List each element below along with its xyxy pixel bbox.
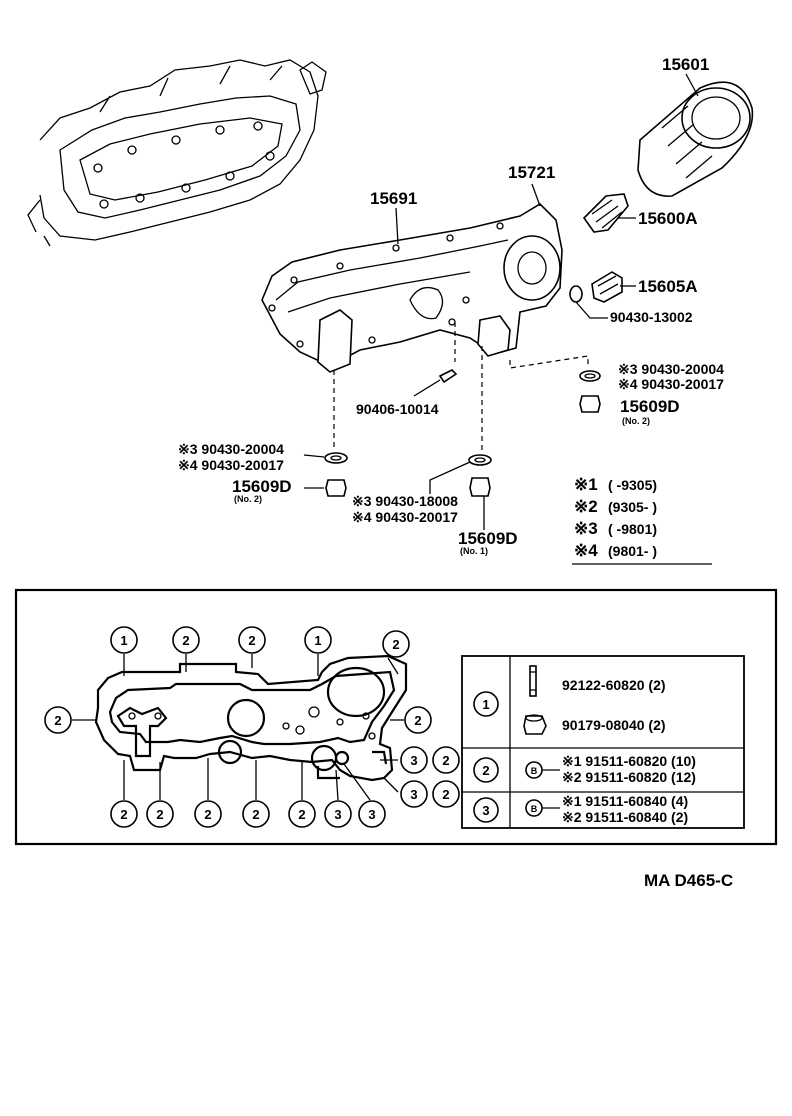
- bolt-marker-2b: 2: [238, 626, 266, 654]
- row-1-part-2: 90179-08040 (2): [562, 717, 666, 733]
- plug-left-drawing: [324, 452, 348, 497]
- bolt-marker-3b: 3: [400, 780, 428, 808]
- plug-left-part-number: 15609D: [232, 477, 292, 496]
- svg-text:2: 2: [182, 633, 189, 648]
- bolt-marker-2i: 2: [146, 800, 174, 828]
- svg-text:B: B: [531, 766, 538, 776]
- bolt-marker-3a: 3: [400, 746, 428, 774]
- gasket-left-3: ※3 90430-20004: [178, 441, 284, 457]
- svg-text:2: 2: [392, 637, 399, 652]
- svg-text:2: 2: [252, 807, 259, 822]
- gasket-center-3: ※3 90430-18008: [352, 493, 458, 509]
- svg-text:3: 3: [410, 787, 417, 802]
- bolt-leader-lines: [72, 654, 404, 801]
- svg-text:2: 2: [442, 753, 449, 768]
- svg-text:2: 2: [156, 807, 163, 822]
- legend-mark-3: ※3: [574, 519, 598, 538]
- union-gasket-part-number: 90430-13002: [610, 309, 693, 325]
- plug-right-part-number: 15609D: [620, 397, 680, 416]
- gasket-right-3: ※3 90430-20004: [618, 361, 724, 377]
- row-2-part-1: ※1 91511-60820 (10): [562, 753, 696, 769]
- bolt-marker-2c: 2: [382, 630, 410, 658]
- diagram-code: MA D465-C: [644, 871, 733, 890]
- bolt-marker-1a: 1: [110, 626, 138, 654]
- filter-part-number: 15601: [662, 55, 709, 74]
- gasket-right-4: ※4 90430-20017: [618, 376, 724, 392]
- svg-text:3: 3: [334, 807, 341, 822]
- bolt-marker-2h: 2: [110, 800, 138, 828]
- svg-text:2: 2: [442, 787, 449, 802]
- row-3-key: 3: [482, 803, 489, 818]
- oil-cooler-cover-drawing: [261, 202, 563, 373]
- svg-text:2: 2: [248, 633, 255, 648]
- date-legend: ※1 ( -9305) ※2 (9305- ) ※3 ( -9801) ※4 (…: [572, 475, 712, 565]
- svg-text:2: 2: [54, 713, 61, 728]
- legend-range-2: (9305- ): [608, 499, 657, 515]
- gasket-part-number: 15691: [370, 189, 417, 208]
- bolt-marker-3c: 3: [324, 800, 352, 828]
- bolt-marker-2d: 2: [44, 706, 72, 734]
- pin-part-number: 90406-10014: [356, 401, 439, 417]
- bolt-marker-2g: 2: [432, 780, 460, 808]
- bolt-marker-3d: 3: [358, 800, 386, 828]
- gasket-left-4: ※4 90430-20017: [178, 457, 284, 473]
- gasket-outline-drawing: [94, 654, 408, 782]
- plug-center-note: (No. 1): [460, 546, 488, 556]
- row-1-part-1: 92122-60820 (2): [562, 677, 666, 693]
- table-row-3: 3 B ※1 91511-60840 (4) ※2 91511-60840 (2…: [473, 793, 688, 825]
- bolt-marker-2k: 2: [242, 800, 270, 828]
- nut-icon: [523, 714, 547, 735]
- bolt-layout-frame: [14, 588, 778, 846]
- oil-filter-drawing: [637, 81, 754, 197]
- legend-range-4: (9801- ): [608, 543, 657, 559]
- bolt-marker-2e: 2: [404, 706, 432, 734]
- bolt-marker-2a: 2: [172, 626, 200, 654]
- svg-text:3: 3: [368, 807, 375, 822]
- stud-bolt-icon: [529, 665, 537, 697]
- row-3-part-2: ※2 91511-60840 (2): [562, 809, 688, 825]
- svg-text:B: B: [531, 804, 538, 814]
- bolt-b-badge-icon: B: [525, 799, 560, 817]
- relief-valve-part-number: 15600A: [638, 209, 698, 228]
- plug-center-drawing: [468, 454, 492, 497]
- svg-text:2: 2: [204, 807, 211, 822]
- bolt-marker-1b: 1: [304, 626, 332, 654]
- legend-mark-4: ※4: [574, 541, 598, 560]
- plug-center-part-number: 15609D: [458, 529, 518, 548]
- svg-text:3: 3: [410, 753, 417, 768]
- relief-valve-drawing: [582, 193, 629, 233]
- plug-right-note: (No. 2): [622, 416, 650, 426]
- engine-block-drawing: [27, 59, 327, 247]
- fastener-table: 1 92122-60820 (2) 90179-08040 (2) 2 B ※1…: [461, 655, 745, 829]
- svg-text:2: 2: [298, 807, 305, 822]
- bolt-b-badge-icon: B: [525, 761, 560, 779]
- cooler-cover-part-number: 15721: [508, 163, 555, 182]
- table-row-2: 2 B ※1 91511-60820 (10) ※2 91511-60820 (…: [473, 753, 696, 785]
- row-2-part-2: ※2 91511-60820 (12): [562, 769, 696, 785]
- table-row-1: 1 92122-60820 (2) 90179-08040 (2): [473, 665, 666, 735]
- legend-mark-1: ※1: [574, 475, 598, 494]
- union-part-number: 15605A: [638, 277, 698, 296]
- row-3-part-1: ※1 91511-60840 (4): [562, 793, 688, 809]
- pin-drawing: [438, 369, 458, 384]
- legend-mark-2: ※2: [574, 497, 598, 516]
- legend-range-3: ( -9801): [608, 521, 657, 537]
- plug-right-drawing: [579, 370, 601, 413]
- svg-text:1: 1: [120, 633, 127, 648]
- gasket-center-4: ※4 90430-20017: [352, 509, 458, 525]
- row-1-key: 1: [482, 697, 489, 712]
- bolt-marker-2f: 2: [432, 746, 460, 774]
- row-2-key: 2: [482, 763, 489, 778]
- svg-text:2: 2: [120, 807, 127, 822]
- union-drawing: [569, 271, 623, 303]
- bolt-marker-2j: 2: [194, 800, 222, 828]
- svg-text:1: 1: [314, 633, 321, 648]
- svg-text:2: 2: [414, 713, 421, 728]
- legend-range-1: ( -9305): [608, 477, 657, 493]
- bolt-marker-2l: 2: [288, 800, 316, 828]
- plug-left-note: (No. 2): [234, 494, 262, 504]
